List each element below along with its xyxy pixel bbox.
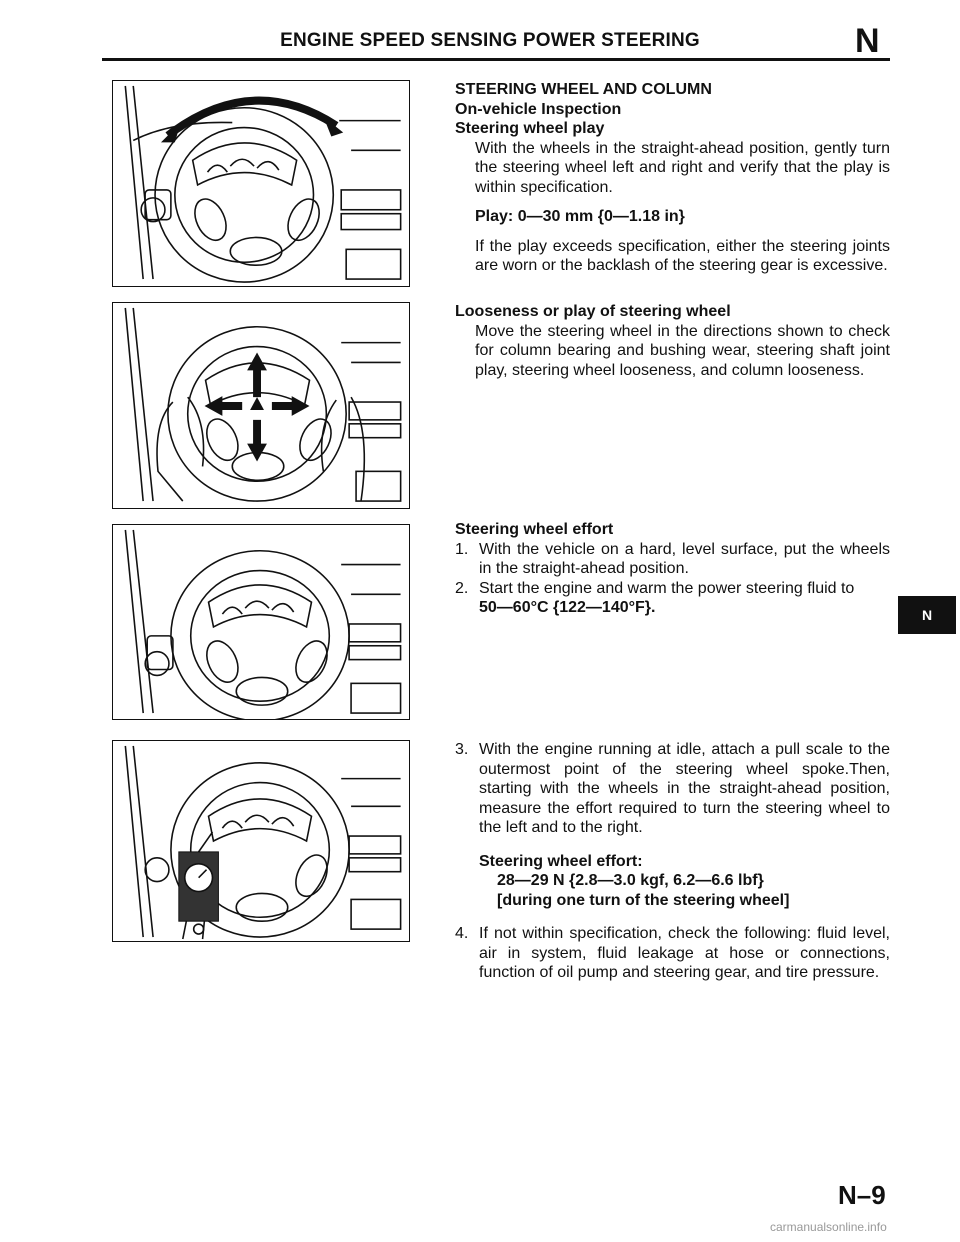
topic-heading: Steering wheel play bbox=[455, 120, 605, 137]
play-spec: Play: 0—30 mm {0—1.18 in} bbox=[475, 208, 685, 225]
page-header-title: ENGINE SPEED SENSING POWER STEERING bbox=[280, 30, 700, 51]
section-pull-scale: 3. With the engine running at idle, atta… bbox=[455, 740, 890, 983]
page-number: N–9 bbox=[838, 1180, 886, 1210]
figure-steering-wheel-play bbox=[112, 80, 410, 287]
paragraph: With the wheels in the straight-ahead po… bbox=[475, 139, 890, 196]
section-looseness: Looseness or play of steering wheel Move… bbox=[455, 302, 890, 380]
figure-wheel-effort bbox=[112, 524, 410, 720]
step-3: 3. With the engine running at idle, atta… bbox=[455, 740, 890, 838]
section-wheel-effort: Steering wheel effort 1. With the vehicl… bbox=[455, 520, 890, 618]
header-rule bbox=[102, 58, 890, 61]
step-text: With the vehicle on a hard, level surfac… bbox=[479, 540, 890, 578]
step-number: 4. bbox=[455, 925, 469, 942]
step-text: With the engine running at idle, attach … bbox=[479, 741, 890, 836]
pull-scale-illustration bbox=[124, 745, 402, 940]
step-number: 2. bbox=[455, 579, 469, 597]
paragraph: If the play exceeds specification, eithe… bbox=[475, 237, 890, 275]
step-number: 1. bbox=[455, 540, 469, 558]
figure-pull-scale bbox=[112, 740, 410, 942]
effort-spec: Steering wheel effort: 28—29 N {2.8—3.0 … bbox=[455, 852, 890, 911]
steering-wheel-play-illustration bbox=[124, 85, 402, 283]
section-side-tab: N bbox=[898, 596, 956, 634]
step-4: 4. If not within specification, check th… bbox=[455, 924, 890, 983]
section-letter: N bbox=[855, 22, 880, 60]
step-text: Start the engine and warm the power stee… bbox=[479, 579, 890, 618]
step-text-main: Start the engine and warm the power stee… bbox=[479, 579, 855, 597]
temperature-spec: 50—60°C {122—140°F}. bbox=[479, 599, 656, 616]
step-number: 3. bbox=[455, 741, 469, 758]
paragraph: Move the steering wheel in the direction… bbox=[475, 322, 890, 379]
step-1: 1. With the vehicle on a hard, level sur… bbox=[455, 540, 890, 579]
effort-label: Steering wheel effort: bbox=[479, 852, 643, 870]
topic-heading: Steering wheel effort bbox=[455, 521, 614, 538]
wheel-effort-illustration bbox=[124, 529, 402, 719]
effort-value: 28—29 N {2.8—3.0 kgf, 6.2—6.6 lbf} bbox=[497, 872, 764, 889]
section-steering-wheel-play: STEERING WHEEL AND COLUMN On-vehicle Ins… bbox=[455, 80, 890, 276]
topic-heading: Looseness or play of steering wheel bbox=[455, 303, 731, 320]
section-heading: STEERING WHEEL AND COLUMN bbox=[455, 81, 712, 98]
step-2: 2. Start the engine and warm the power s… bbox=[455, 579, 890, 618]
figure-wheel-looseness bbox=[112, 302, 410, 509]
section-subheading: On-vehicle Inspection bbox=[455, 100, 622, 118]
effort-note: [during one turn of the steering wheel] bbox=[497, 891, 790, 909]
step-text: If not within specification, check the f… bbox=[479, 925, 890, 981]
wheel-looseness-illustration bbox=[124, 307, 402, 502]
watermark: carmanualsonline.info bbox=[770, 1220, 887, 1234]
